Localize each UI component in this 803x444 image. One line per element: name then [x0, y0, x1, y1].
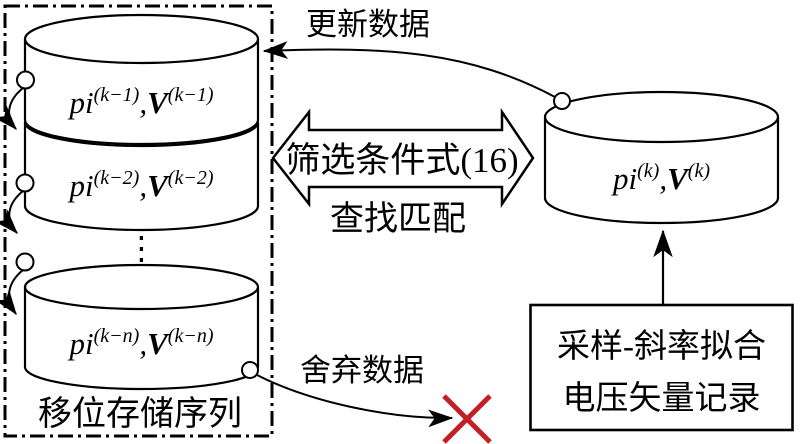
update-data-label: 更新数据 — [306, 7, 430, 42]
cylinder-k-2 — [23, 121, 260, 232]
shift-stack-label: 移位存储序列 — [38, 395, 242, 433]
cylinder-label-k-1: pi(k−1),V(k−1) — [68, 84, 214, 120]
record-box-line1: 采样-斜率拟合 — [557, 328, 766, 365]
cylinder-k-1 — [23, 13, 260, 146]
match-label: 查找匹配 — [330, 200, 466, 238]
update-node — [553, 92, 571, 110]
filter-double-arrow — [271, 107, 535, 209]
cylinder-label-k-2: pi(k−2),V(k−2) — [68, 167, 214, 203]
cylinder-label-k: pi(k),V(k) — [611, 160, 710, 196]
filter-condition-label: 筛选条件式(16) — [285, 141, 518, 180]
discard-cross-icon — [442, 394, 492, 444]
shift-node-3 — [15, 252, 35, 272]
discard-node — [241, 361, 259, 379]
cylinder-k — [543, 90, 780, 225]
cylinder-k-n — [23, 263, 260, 391]
shift-arrow-2 — [0, 190, 24, 234]
shift-node-1 — [16, 70, 35, 90]
discard-data-label: 舍弃数据 — [300, 353, 424, 388]
shift-arrows — [0, 70, 35, 316]
shift-node-2 — [15, 173, 35, 193]
record-box-line2: 电压矢量记录 — [563, 380, 761, 417]
cross-stroke-2 — [442, 394, 492, 444]
update-data-arrow — [262, 41, 556, 98]
shift-arrow-3 — [0, 269, 24, 316]
stack-ellipsis: ⋮ — [126, 229, 158, 267]
record-box — [529, 303, 794, 432]
cylinder-label-k-n: pi(k−n),V(k−n) — [68, 325, 214, 361]
shift-arrow-1 — [0, 87, 24, 130]
discard-data-arrow — [256, 374, 454, 428]
